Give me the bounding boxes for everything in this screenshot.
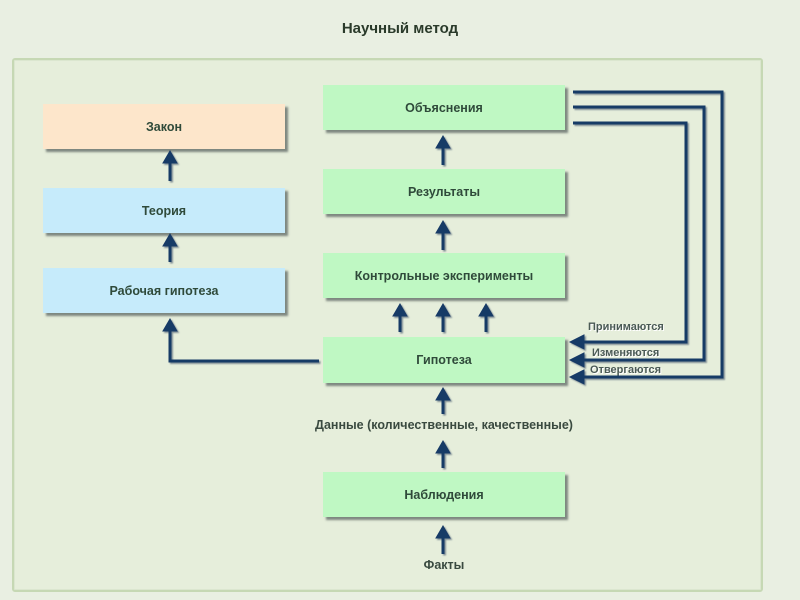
box-results: Результаты bbox=[323, 169, 565, 214]
arrow-facts-to-observations bbox=[435, 525, 451, 554]
arrow-hypothesis-to-control-3 bbox=[478, 303, 494, 332]
box-theory: Теория bbox=[43, 188, 285, 233]
arrow-theory-to-law bbox=[162, 150, 178, 181]
loop-modified bbox=[568, 105, 706, 368]
label-accepted: Принимаются bbox=[588, 321, 664, 333]
box-observations: Наблюдения bbox=[323, 472, 565, 517]
arrow-working-hypothesis-to-theory bbox=[162, 233, 178, 262]
arrow-results-to-explanations bbox=[435, 135, 451, 165]
arrow-hypothesis-to-control-1 bbox=[392, 303, 408, 332]
loop-accepted bbox=[568, 121, 688, 350]
diagram-title: Научный метод bbox=[341, 20, 459, 37]
box-explanations: Объяснения bbox=[323, 85, 565, 130]
arrow-control-to-results bbox=[435, 220, 451, 250]
label-facts: Факты bbox=[423, 558, 465, 572]
label-modified: Изменяются bbox=[592, 347, 660, 359]
box-working-hypothesis: Рабочая гипотеза bbox=[43, 268, 285, 313]
label-data: Данные (количественные, качественные) bbox=[315, 418, 573, 432]
arrow-hypothesis-to-working-hypothesis bbox=[162, 318, 319, 363]
arrow-data-to-hypothesis bbox=[435, 387, 451, 414]
loop-rejected bbox=[568, 90, 724, 385]
label-rejected: Отвергаются bbox=[590, 364, 661, 376]
box-hypothesis: Гипотеза bbox=[323, 337, 565, 383]
arrow-observations-to-data bbox=[435, 440, 451, 468]
box-control-experiments: Контрольные эксперименты bbox=[323, 253, 565, 298]
box-law: Закон bbox=[43, 104, 285, 149]
arrow-hypothesis-to-control-2 bbox=[435, 303, 451, 332]
